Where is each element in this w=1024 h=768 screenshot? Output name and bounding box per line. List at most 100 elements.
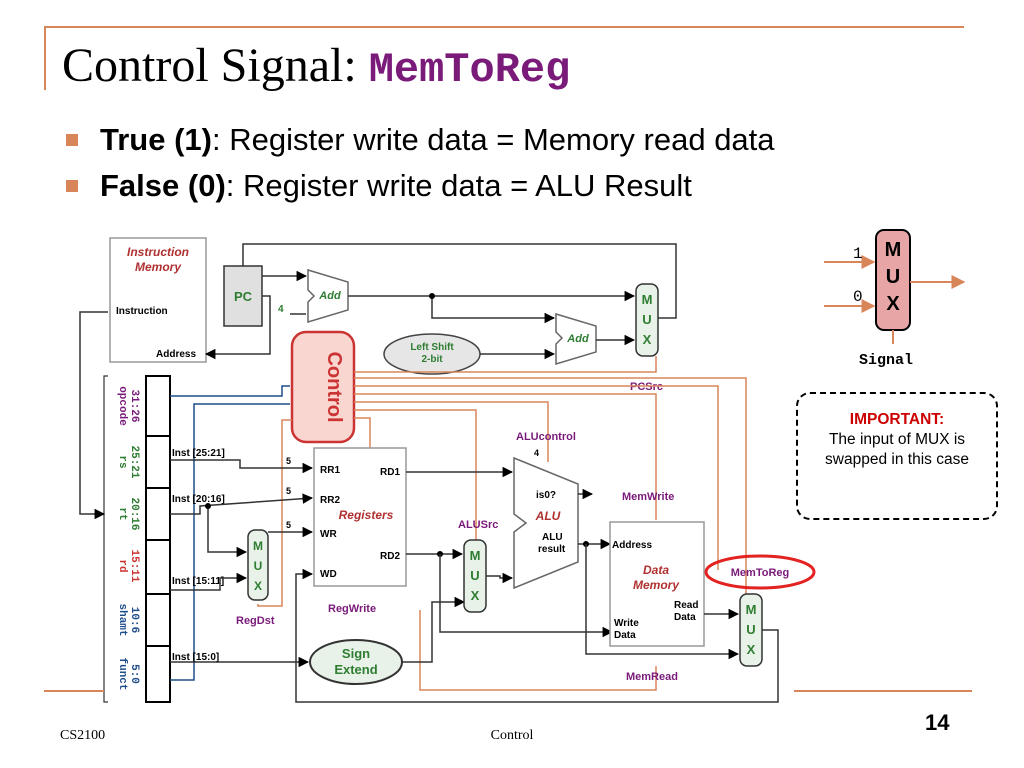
field-rt-bits: 20:16 bbox=[128, 497, 140, 530]
bullet-true: True (1): Register write data = Memory r… bbox=[66, 120, 775, 166]
dmem-name-2: Memory bbox=[633, 578, 680, 592]
footer-course: CS2100 bbox=[60, 728, 106, 743]
field-opcode-name: opcode bbox=[116, 386, 128, 426]
alucontrol-width: 4 bbox=[534, 448, 539, 458]
inst-rd-label: Inst [15:11] bbox=[172, 576, 224, 587]
rt-to-regdst-wire bbox=[207, 506, 248, 558]
alu-name-label: ALU bbox=[535, 509, 561, 523]
pcsrc-mux bbox=[635, 283, 659, 357]
reg-name-label: Registers bbox=[339, 508, 394, 522]
pcsrc-mux-letter-u: U bbox=[642, 312, 651, 327]
footer-topic: Control bbox=[490, 728, 534, 743]
left-shift-label-2: 2-bit bbox=[421, 354, 443, 365]
imem-address-label: Address bbox=[156, 349, 196, 360]
imem-title-1: Instruction bbox=[127, 245, 189, 259]
bus-width-rr1: 5 bbox=[286, 456, 291, 466]
sign-extend-label-1: Sign bbox=[342, 646, 370, 661]
note-body: The input of MUX is swapped in this case bbox=[825, 431, 969, 468]
alu-unit bbox=[513, 456, 579, 590]
opcode-to-control-wire bbox=[170, 385, 290, 397]
memwrite-label: MemWrite bbox=[622, 491, 674, 503]
alusrc-mux-letter-m: M bbox=[470, 548, 481, 563]
reg-wd-label: WD bbox=[320, 569, 337, 580]
legend-mux-letter-m: M bbox=[885, 239, 902, 261]
inst-rs-label: Inst [25:21] bbox=[172, 448, 225, 459]
memread-label: MemRead bbox=[626, 671, 678, 683]
regwrite-label: RegWrite bbox=[328, 603, 376, 615]
data-memory bbox=[609, 521, 705, 647]
pc4-to-branch-wire bbox=[431, 296, 556, 324]
bullet-false: False (0): Register write data = ALU Res… bbox=[66, 166, 775, 212]
alusrc-label: ALUSrc bbox=[458, 519, 498, 531]
field-rs-bits: 25:21 bbox=[128, 445, 140, 478]
mux-legend: M U X 1 0 Signal bbox=[824, 229, 966, 369]
const-4-label: 4 bbox=[278, 304, 284, 315]
title-rule-left bbox=[44, 26, 46, 90]
field-rt-name: rt bbox=[116, 507, 128, 520]
regdst-mux-letter-m: M bbox=[253, 539, 263, 553]
footer-rule-left bbox=[44, 690, 104, 692]
field-rs-name: rs bbox=[116, 455, 128, 468]
memtoreg-label: MemToReg bbox=[731, 567, 789, 579]
dmem-write-label-2: Data bbox=[614, 630, 636, 641]
alusrc-mux-letter-u: U bbox=[470, 568, 479, 583]
reg-rd2-label: RD2 bbox=[380, 551, 400, 562]
funct-to-control-wire bbox=[170, 403, 290, 681]
add-top-label: Add bbox=[318, 290, 341, 302]
alu-is0-label: is0? bbox=[536, 490, 556, 501]
memtoreg-highlight bbox=[704, 554, 816, 590]
bullet-true-text: : Register write data = Memory read data bbox=[211, 122, 775, 157]
add-branch-adder bbox=[555, 312, 597, 366]
reg-wr-label: WR bbox=[320, 529, 337, 540]
legend-input-0-label: 0 bbox=[853, 288, 863, 306]
control-signal-wires bbox=[257, 356, 747, 691]
pcsrc-label: PCSrc bbox=[630, 381, 663, 393]
title-rule-top bbox=[44, 26, 964, 28]
imem-title-2: Memory bbox=[135, 260, 182, 274]
field-funct-name: funct bbox=[116, 657, 128, 690]
important-note: IMPORTANT: The input of MUX is swapped i… bbox=[796, 392, 998, 520]
pc-register bbox=[223, 265, 263, 327]
page-number: 14 bbox=[925, 710, 950, 735]
field-funct-bits: 5:0 bbox=[128, 664, 140, 684]
rd-to-regdst-wire bbox=[170, 572, 248, 591]
dmem-read-label-1: Read bbox=[674, 600, 698, 611]
inst-rt-label: Inst [20:16] bbox=[172, 494, 225, 505]
reg-rr2-label: RR2 bbox=[320, 495, 340, 506]
regdst-mux-letter-x: X bbox=[254, 579, 262, 593]
control-label: Control bbox=[323, 351, 345, 422]
reg-rr1-label: RR1 bbox=[320, 465, 340, 476]
pc-feedback-wire bbox=[242, 243, 677, 319]
field-shamt-bits: 10:6 bbox=[128, 607, 140, 633]
note-heading: IMPORTANT: bbox=[849, 411, 945, 428]
field-opcode-bits: 31:26 bbox=[128, 389, 140, 422]
memtoreg-to-wd-wire bbox=[295, 568, 779, 703]
dmem-write-label-1: Write bbox=[614, 618, 639, 629]
left-shift-label-1: Left Shift bbox=[410, 342, 454, 353]
alusrc-to-alu-wire bbox=[486, 572, 514, 584]
bullet-false-text: : Register write data = ALU Result bbox=[225, 168, 692, 203]
bus-width-wr: 5 bbox=[286, 520, 291, 530]
regdst-label: RegDst bbox=[236, 615, 275, 627]
signext-to-alusrc-wire bbox=[402, 596, 466, 663]
rt-to-rr2-wire bbox=[170, 493, 314, 515]
pcsrc-mux-letter-x: X bbox=[643, 332, 652, 347]
imem-instruction-label: Instruction bbox=[116, 306, 168, 317]
pc-to-imem-wire bbox=[204, 295, 271, 360]
rs-to-rr1-wire bbox=[170, 459, 314, 474]
slide-title: Control Signal: MemToReg bbox=[62, 39, 571, 94]
legend-mux-letter-x: X bbox=[886, 293, 900, 315]
field-rd-name: rd bbox=[116, 559, 128, 572]
bullet-list: True (1): Register write data = Memory r… bbox=[66, 120, 775, 212]
reg-rd1-label: RD1 bbox=[380, 467, 400, 478]
footer-rule-right bbox=[794, 690, 972, 692]
title-prefix: Control Signal: bbox=[62, 39, 357, 92]
alu-to-memtoreg-wire bbox=[585, 544, 740, 660]
instruction-out-wire bbox=[79, 311, 108, 520]
title-signal-name: MemToReg bbox=[368, 46, 571, 94]
rd2-to-writedata-wire bbox=[439, 554, 614, 638]
regdst-mux bbox=[247, 529, 269, 601]
legend-input-1-label: 1 bbox=[853, 245, 863, 263]
bus-width-rr2: 5 bbox=[286, 486, 291, 496]
dmem-name-1: Data bbox=[643, 563, 669, 577]
